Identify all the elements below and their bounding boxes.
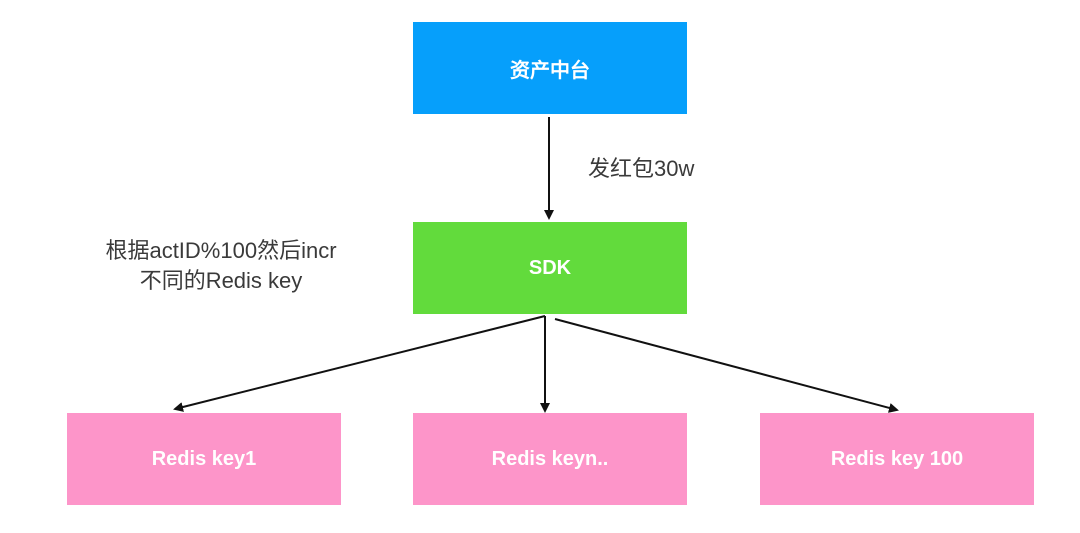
arrow-sdk-to-leaf-1 bbox=[173, 315, 546, 412]
redis-key-node-3: Redis key 100 bbox=[760, 413, 1034, 505]
redis-key-label-1: Redis key1 bbox=[151, 447, 257, 470]
redis-key-node-1: Redis key1 bbox=[67, 413, 341, 505]
routing-note-line-2: 不同的Redis key bbox=[139, 268, 303, 293]
arrow-sdk-to-leaf-3 bbox=[554, 318, 899, 413]
sdk-label: SDK bbox=[528, 256, 572, 279]
redis-key-node-2: Redis keyn.. bbox=[413, 413, 687, 505]
edge-label-send-red-packets: 发红包30w bbox=[588, 156, 695, 181]
redis-key-label-3: Redis key 100 bbox=[830, 447, 964, 470]
routing-note-line-1: 根据actID%100然后incr bbox=[105, 238, 337, 263]
asset-platform-label: 资产中台 bbox=[510, 59, 590, 82]
redis-key-label-2: Redis keyn.. bbox=[491, 447, 609, 470]
sdk-node: SDK bbox=[413, 222, 687, 314]
asset-platform-node: 资产中台 bbox=[413, 22, 687, 114]
routing-note: 根据actID%100然后incr 不同的Redis key bbox=[76, 236, 366, 296]
